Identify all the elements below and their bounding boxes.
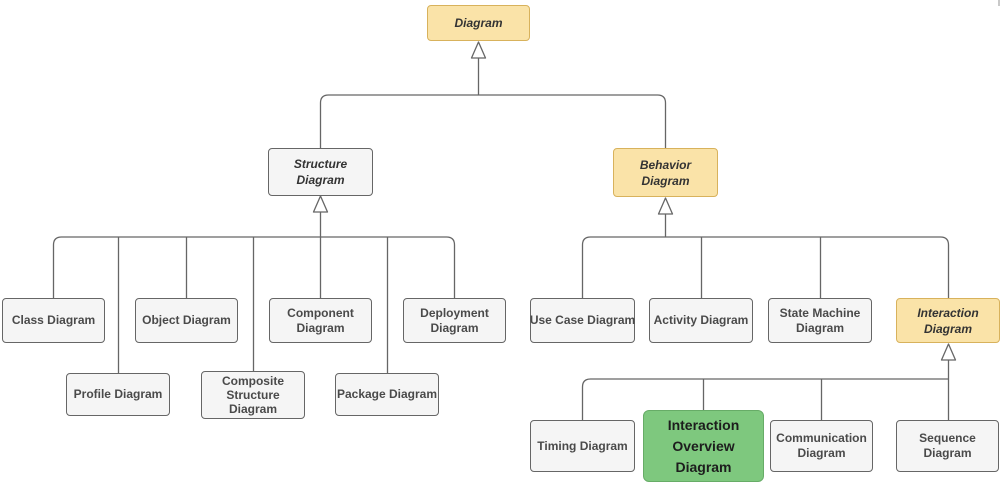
- node-label: Package Diagram: [336, 387, 438, 401]
- node-label: Diagram: [454, 16, 503, 30]
- node-activity-diagram[interactable]: Activity Diagram: [649, 298, 753, 343]
- generalization-arrow-diagram: [470, 41, 487, 59]
- node-diagram[interactable]: Diagram: [427, 5, 530, 41]
- node-composite-structure-diagram[interactable]: Composite Structure Diagram: [201, 371, 305, 419]
- node-label: Use Case Diagram: [529, 313, 636, 327]
- node-label: Diagram: [795, 320, 845, 335]
- node-class-diagram[interactable]: Class Diagram: [2, 298, 105, 343]
- node-interaction-overview-diagram[interactable]: Interaction Overview Diagram: [643, 410, 764, 482]
- node-structure-diagram[interactable]: Structure Diagram: [268, 148, 373, 196]
- node-label: Interaction: [917, 305, 979, 320]
- node-timing-diagram[interactable]: Timing Diagram: [530, 420, 635, 472]
- node-label: Activity Diagram: [653, 313, 749, 327]
- node-profile-diagram[interactable]: Profile Diagram: [66, 373, 170, 416]
- node-label: Composite: [221, 374, 284, 388]
- generalization-arrow-structure: [312, 195, 329, 213]
- node-label: Diagram: [675, 458, 732, 475]
- node-label: Overview: [672, 437, 735, 454]
- node-label: Sequence: [919, 431, 976, 445]
- connector-behavior-bus: [581, 236, 950, 298]
- node-label: Interaction: [667, 416, 740, 433]
- connector-diagram-bus: [319, 94, 667, 148]
- node-label: Communication: [776, 431, 867, 445]
- node-label: Object Diagram: [142, 313, 231, 327]
- node-label: Behavior: [639, 157, 692, 172]
- node-deployment-diagram[interactable]: Deployment Diagram: [403, 298, 506, 343]
- node-label: Diagram: [296, 320, 345, 335]
- node-label: Diagram: [641, 173, 690, 188]
- node-label: Structure: [293, 157, 348, 171]
- generalization-arrow-interaction: [940, 343, 957, 361]
- node-label: Profile Diagram: [73, 387, 163, 401]
- node-behavior-diagram[interactable]: Behavior Diagram: [613, 148, 718, 197]
- node-label: Diagram: [430, 320, 479, 335]
- node-use-case-diagram[interactable]: Use Case Diagram: [530, 298, 635, 343]
- node-state-machine-diagram[interactable]: State Machine Diagram: [768, 298, 872, 343]
- node-package-diagram[interactable]: Package Diagram: [335, 373, 439, 416]
- node-label: Diagram: [923, 321, 973, 336]
- node-label: Diagram: [296, 173, 345, 187]
- node-label: Class Diagram: [11, 313, 96, 327]
- node-label: Timing Diagram: [537, 438, 628, 453]
- node-sequence-diagram[interactable]: Sequence Diagram: [896, 420, 999, 472]
- node-label: State Machine: [779, 305, 861, 320]
- node-communication-diagram[interactable]: Communication Diagram: [770, 420, 873, 472]
- node-object-diagram[interactable]: Object Diagram: [135, 298, 238, 343]
- node-component-diagram[interactable]: Component Diagram: [269, 298, 372, 343]
- node-label: Structure: [226, 388, 280, 402]
- connector-interaction-bus: [581, 378, 949, 420]
- node-label: Diagram: [797, 446, 846, 460]
- node-label: Diagram: [923, 446, 972, 460]
- generalization-arrow-behavior: [657, 197, 674, 215]
- node-label: Diagram: [228, 402, 278, 416]
- node-label: Deployment: [420, 305, 489, 320]
- node-label: Component: [287, 305, 354, 320]
- screen-edge-artifact: [998, 0, 1000, 6]
- node-interaction-diagram[interactable]: Interaction Diagram: [896, 298, 1000, 343]
